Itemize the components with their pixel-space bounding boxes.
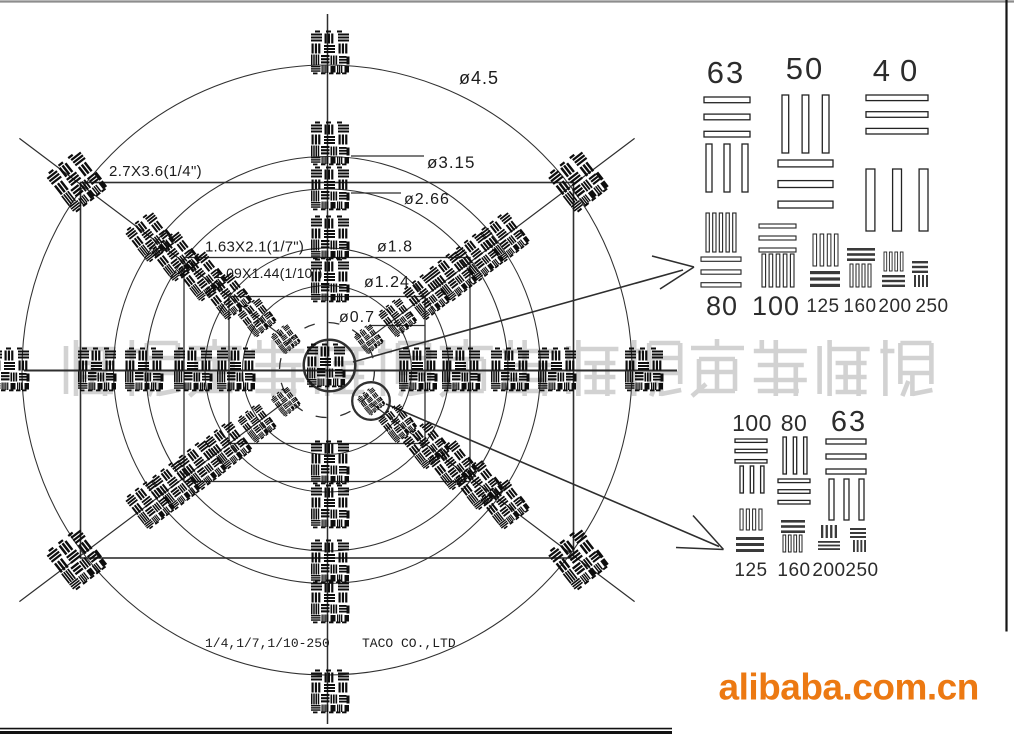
svg-text:200: 200 xyxy=(812,560,845,581)
svg-text:125: 125 xyxy=(734,560,767,581)
svg-text:63: 63 xyxy=(707,55,745,90)
svg-text:TACO CO.,LTD: TACO CO.,LTD xyxy=(362,636,456,651)
svg-text:ø4.5: ø4.5 xyxy=(459,68,499,88)
svg-text:ø1.8: ø1.8 xyxy=(377,239,413,256)
svg-text:80: 80 xyxy=(781,410,808,436)
svg-text:1.09X1.44(1/10"): 1.09X1.44(1/10") xyxy=(214,265,323,281)
svg-text:200: 200 xyxy=(878,296,911,317)
svg-text:250: 250 xyxy=(845,560,878,581)
svg-text:63: 63 xyxy=(831,406,867,438)
svg-text:alibaba.com.cn: alibaba.com.cn xyxy=(719,667,979,708)
svg-text:100: 100 xyxy=(732,410,772,436)
svg-text:ø3.15: ø3.15 xyxy=(427,153,475,172)
svg-text:ø2.66: ø2.66 xyxy=(404,191,450,208)
svg-text:40: 40 xyxy=(873,53,927,88)
svg-text:ø0.7: ø0.7 xyxy=(339,309,375,326)
svg-text:160: 160 xyxy=(777,560,810,581)
svg-text:125: 125 xyxy=(806,296,839,317)
svg-text:1.63X2.1(1/7"): 1.63X2.1(1/7") xyxy=(205,239,304,256)
svg-text:250: 250 xyxy=(915,296,948,317)
svg-text:2.7X3.6(1/4"): 2.7X3.6(1/4") xyxy=(109,163,202,180)
svg-text:100: 100 xyxy=(752,291,800,321)
svg-text:ø1.24: ø1.24 xyxy=(364,274,410,291)
svg-text:50: 50 xyxy=(786,51,824,86)
svg-text:80: 80 xyxy=(706,291,738,321)
svg-text:160: 160 xyxy=(843,296,876,317)
svg-text:1/4,1/7,1/10-250: 1/4,1/7,1/10-250 xyxy=(205,636,330,651)
